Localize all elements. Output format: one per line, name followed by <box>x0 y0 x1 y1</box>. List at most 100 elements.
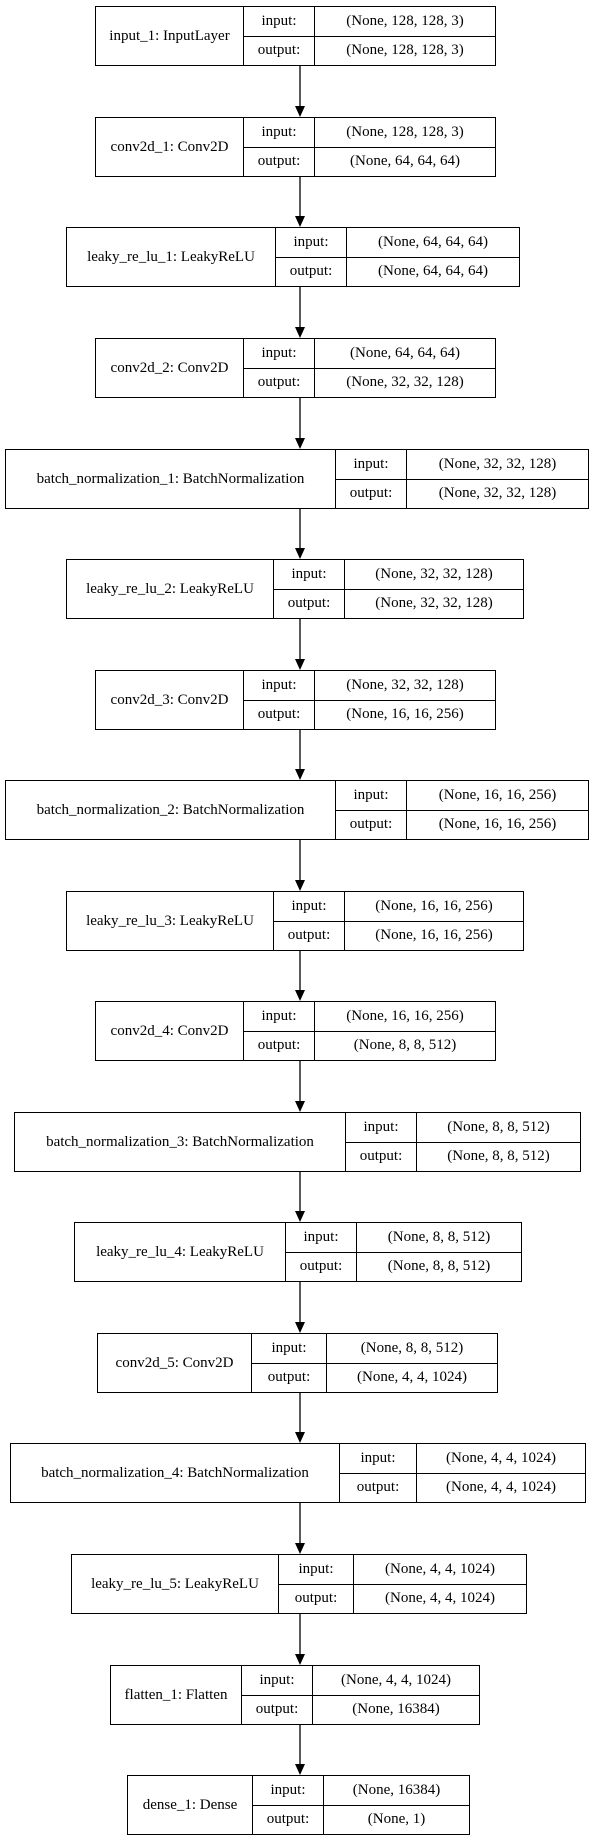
input-row: input:(None, 16384) <box>253 1776 469 1805</box>
input-label: input: <box>244 671 315 700</box>
output-label: output: <box>244 700 315 729</box>
output-row: output:(None, 16, 16, 256) <box>244 699 495 729</box>
layer-ports: input:(None, 32, 32, 128)output:(None, 1… <box>244 671 495 729</box>
input-label: input: <box>252 1334 327 1363</box>
layer-ports: input:(None, 8, 8, 512)output:(None, 8, … <box>346 1113 580 1171</box>
output-label: output: <box>274 921 345 950</box>
arrowhead-icon <box>295 769 305 780</box>
input-shape: (None, 32, 32, 128) <box>438 455 557 472</box>
layer-name: batch_normalization_1: BatchNormalizatio… <box>6 450 336 508</box>
output-label: output: <box>279 1584 354 1613</box>
output-row: output: (None, 32, 32, 128) <box>336 478 588 508</box>
input-shape: (None, 16384) <box>352 1781 441 1798</box>
output-shape: (None, 32, 32, 128) <box>375 595 493 612</box>
output-row: output: (None, 8, 8, 512) <box>346 1141 580 1171</box>
layer-name: batch_normalization_2: BatchNormalizatio… <box>6 781 336 839</box>
input-label: input: <box>244 339 315 368</box>
layer-name: leaky_re_lu_4: LeakyReLU <box>75 1223 286 1281</box>
arrowhead-icon <box>295 106 305 117</box>
output-row: output: (None, 16, 16, 256) <box>336 809 588 839</box>
input-row: input: (None, 128, 128, 3) <box>244 118 495 147</box>
input-row: input: (None, 8, 8, 512) <box>252 1334 497 1363</box>
input-label: input: <box>336 450 407 479</box>
input-shape: (None, 16, 16, 256) <box>375 897 493 914</box>
layer-name: leaky_re_lu_3: LeakyReLU <box>67 892 274 950</box>
output-shape: (None, 8, 8, 512) <box>353 1037 457 1054</box>
output-row: output:(None, 8, 8, 512) <box>286 1251 521 1281</box>
output-row: output: (None, 4, 4, 1024) <box>252 1362 497 1392</box>
layer-ports: input:(None, 16, 16, 256)output:(None, 1… <box>274 892 523 950</box>
output-shape: (None, 32, 32, 128) <box>346 374 464 391</box>
output-shape: (None, 32, 32, 128) <box>438 485 557 502</box>
output-row: output: (None, 32, 32, 128) <box>274 588 523 618</box>
layer-ports: input:(None, 4, 4, 1024)output:(None, 4,… <box>340 1444 585 1502</box>
output-label: output: <box>244 147 315 176</box>
arrowhead-icon <box>295 1432 305 1443</box>
input-row: input:(None, 8, 8, 512) <box>286 1223 521 1252</box>
output-shape: (None, 16, 16, 256) <box>438 816 557 833</box>
input-row: input:(None, 4, 4, 1024) <box>340 1444 585 1473</box>
layer-ports: input:(None, 16384)output:(None, 1) <box>253 1776 469 1834</box>
output-label: output: <box>252 1363 327 1392</box>
layer-node: batch_normalization_3: BatchNormalizatio… <box>14 1112 581 1172</box>
layer-ports: input:(None, 4, 4, 1024)output:(None, 4,… <box>279 1555 526 1613</box>
layer-name: conv2d_1: Conv2D <box>96 118 244 176</box>
arrowhead-icon <box>295 548 305 559</box>
layer-node: batch_normalization_4: BatchNormalizatio… <box>10 1443 586 1503</box>
output-label: output: <box>276 257 347 286</box>
input-row: input:(None, 128, 128, 3) <box>244 7 495 36</box>
arrowhead-icon <box>295 1543 305 1554</box>
layer-name: batch_normalization_4: BatchNormalizatio… <box>11 1444 340 1502</box>
input-shape: (None, 8, 8, 512) <box>387 1228 491 1245</box>
layer-ports: input: (None, 32, 32, 128) output: (None, 3… <box>336 450 588 508</box>
output-label: output: <box>242 1695 313 1724</box>
layer-ports: input:(None, 16, 16, 256)output: (None, 8… <box>244 1002 495 1060</box>
input-shape: (None, 128, 128, 3) <box>346 123 464 140</box>
input-shape: (None, 4, 4, 1024) <box>446 1449 556 1466</box>
output-shape: (None, 4, 4, 1024) <box>357 1369 467 1386</box>
output-row: output:(None, 64, 64, 64) <box>244 146 495 176</box>
output-label: output: <box>253 1805 324 1834</box>
input-shape: (None, 32, 32, 128) <box>375 565 493 582</box>
output-shape: (None, 4, 4, 1024) <box>385 1590 495 1607</box>
input-row: input:(None, 16, 16, 256) <box>244 1002 495 1031</box>
layer-ports: input:(None, 128, 128, 3)output:(None, 1… <box>244 7 495 65</box>
output-shape: (None, 64, 64, 64) <box>378 263 488 280</box>
output-label: output: <box>336 810 407 839</box>
output-shape: (None, 8, 8, 512) <box>447 1148 550 1165</box>
input-label: input: <box>244 118 315 147</box>
output-label: output: <box>274 589 345 618</box>
layer-ports: input: (None, 128, 128, 3) output:(None, 6… <box>244 118 495 176</box>
output-row: output:(None, 1) <box>253 1804 469 1834</box>
arrowhead-icon <box>295 880 305 891</box>
input-shape: (None, 4, 4, 1024) <box>385 1560 495 1577</box>
arrowhead-icon <box>295 216 305 227</box>
output-label: output: <box>244 1031 315 1060</box>
arrowhead-icon <box>295 659 305 670</box>
layer-name: dense_1: Dense <box>128 1776 253 1834</box>
output-shape: (None, 16384) <box>352 1701 440 1718</box>
layer-ports: input: (None, 8, 8, 512) output: (None, 4, … <box>252 1334 497 1392</box>
output-label: output: <box>336 479 407 508</box>
output-shape: (None, 128, 128, 3) <box>346 42 464 59</box>
output-label: output: <box>346 1142 417 1171</box>
input-label: input: <box>244 7 315 36</box>
layer-name: conv2d_2: Conv2D <box>96 339 244 397</box>
arrowhead-icon <box>295 1764 305 1775</box>
output-row: output:(None, 128, 128, 3) <box>244 35 495 65</box>
output-row: output:(None, 32, 32, 128) <box>244 367 495 397</box>
layer-node: batch_normalization_2: BatchNormalizatio… <box>5 780 589 840</box>
layer-ports: input:(None, 32, 32, 128)output:(None, 3… <box>274 560 523 618</box>
layer-node: batch_normalization_1: BatchNormalizatio… <box>5 449 589 509</box>
input-shape: (None, 8, 8, 512) <box>360 1339 464 1356</box>
